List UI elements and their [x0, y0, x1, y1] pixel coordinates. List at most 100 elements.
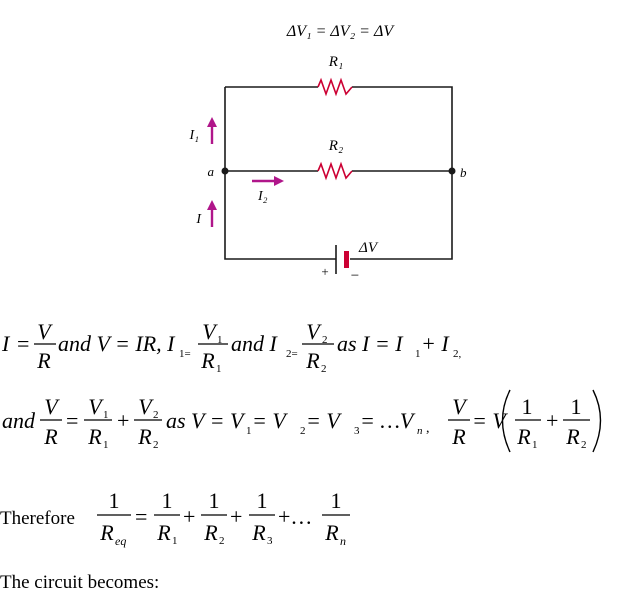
eq2-frac5-den: R	[516, 424, 531, 449]
eq2-comma: ,	[426, 421, 430, 436]
i-label: I	[195, 212, 202, 227]
eq2-frac2-den: R	[87, 424, 102, 449]
battery-short-plate	[344, 251, 349, 268]
eq2-frac4-den: R	[451, 424, 466, 449]
therefore-label: Therefore	[0, 508, 75, 529]
i2-label: I₂	[257, 189, 268, 204]
eq2-right-paren	[592, 389, 602, 453]
battery-minus-label: −	[351, 268, 359, 284]
eq2-frac3-num-sub: 2	[153, 409, 159, 421]
eq3-frac4-den-sub: n	[340, 534, 346, 548]
eq2-frac5-num: 1	[522, 394, 533, 419]
eq1-frac2-num: V	[202, 319, 218, 344]
eq1-sub-1eq: 1=	[179, 348, 191, 360]
eq1-frac3-den: R	[305, 348, 320, 373]
eq2-frac2-num: V	[88, 394, 104, 419]
eq3-frac2-den: R	[203, 520, 218, 545]
circuit-diagram: ΔV₁ = ΔV₂ = ΔV R₁ R₂ a b ΔV + −	[188, 23, 467, 284]
eq2-frac3-den-sub: 2	[153, 439, 159, 451]
eq2-frac4-num: V	[452, 394, 468, 419]
eq1-frac3-num-sub: 2	[322, 334, 328, 346]
eq2-frac6-den: R	[565, 424, 580, 449]
node-b-dot	[448, 167, 456, 175]
eq3-plus-dots: +…	[278, 504, 312, 529]
eq2-frac1-num: V	[44, 394, 60, 419]
eq2-as-text: as V = V	[166, 408, 246, 433]
battery-plus-label: +	[321, 264, 328, 279]
eq2-frac3-num: V	[138, 394, 154, 419]
eq2-mid2: = V	[306, 408, 342, 433]
eq2-frac5-den-sub: 1	[532, 439, 538, 451]
eq2-s2: 2	[300, 425, 306, 437]
i1-label: I₁	[188, 128, 199, 143]
eq3-frac1-den: R	[156, 520, 171, 545]
eq1-equals: =	[17, 331, 29, 356]
eq2-frac2-num-sub: 1	[103, 409, 109, 421]
i-arrow-head	[207, 200, 217, 210]
node-a-dot	[221, 167, 229, 175]
eq3-frac0-den: R	[99, 520, 114, 545]
eq1-frac3-num: V	[306, 319, 322, 344]
eq1-sub-b: 2,	[453, 348, 462, 360]
eq2-frac2-den-sub: 1	[103, 439, 109, 451]
eq2-frac3-den: R	[137, 424, 152, 449]
eq3-frac1-den-sub: 1	[172, 535, 178, 547]
eq1-I: I	[1, 331, 11, 356]
eq2-plus-r: +	[546, 408, 558, 433]
footer-text: The circuit becomes:	[0, 572, 160, 593]
eq3-frac2-num: 1	[209, 488, 220, 513]
eq3-frac0-den-sub: eq	[115, 534, 126, 548]
circuit-wires	[224, 86, 453, 260]
eq3-frac3-num: 1	[257, 488, 268, 513]
eq3-frac3-den: R	[251, 520, 266, 545]
resistor-r1	[317, 77, 353, 97]
eq3-frac0-num: 1	[109, 488, 120, 513]
eq2-mid1: = V	[252, 408, 288, 433]
eq3-frac4-den: R	[324, 520, 339, 545]
equation-2: and V R = V 1 R 1 + V 2 R 2 as V = V 1 =…	[2, 389, 602, 453]
eq1-sub-a: 1	[415, 348, 421, 360]
eq2-sn: n	[417, 425, 423, 437]
eq1-and-v: and V = IR, I	[58, 331, 176, 356]
eq3-frac3-den-sub: 3	[267, 535, 273, 547]
eq1-sub-2eq: 2=	[286, 348, 298, 360]
equation-1: I = V R and V = IR, I 1= V 1 R 1 and I 2…	[1, 319, 462, 375]
eq2-frac6-num: 1	[571, 394, 582, 419]
eq2-s1: 1	[246, 425, 252, 437]
resistor-r2	[317, 161, 353, 181]
eq2-equals: =	[66, 408, 78, 433]
eq3-plus-2: +	[230, 504, 242, 529]
eq1-frac3-den-sub: 2	[321, 363, 327, 375]
eq1-frac2-den: R	[200, 348, 215, 373]
eq1-frac2-den-sub: 1	[216, 363, 222, 375]
i1-arrow-head	[207, 117, 217, 127]
eq1-frac2-num-sub: 1	[217, 334, 223, 346]
figure-title: ΔV₁ = ΔV₂ = ΔV	[286, 23, 395, 40]
eq3-equals: =	[135, 504, 147, 529]
node-b-label: b	[460, 165, 467, 180]
eq1-frac1-den: R	[36, 348, 51, 373]
equation-3: 1 R eq = 1 R 1 + 1 R 2 + 1 R 3 +… 1 R n	[97, 488, 350, 548]
eq1-plus-i: + I	[421, 331, 450, 356]
r2-label: R₂	[328, 138, 343, 154]
eq3-plus-1: +	[183, 504, 195, 529]
eq1-frac1-num: V	[37, 319, 53, 344]
eq2-left-paren	[501, 389, 511, 453]
i2-arrow-head	[274, 176, 284, 186]
eq2-frac1-den: R	[43, 424, 58, 449]
node-a-label: a	[208, 164, 215, 179]
eq1-and-i2: and I	[231, 331, 279, 356]
eq2-tail: = …V	[360, 408, 416, 433]
eq2-frac6-den-sub: 2	[581, 439, 587, 451]
current-arrows	[207, 117, 284, 227]
eq3-frac1-num: 1	[162, 488, 173, 513]
battery-dv-label: ΔV	[358, 240, 379, 256]
r1-label: R₁	[328, 54, 343, 70]
eq3-frac2-den-sub: 2	[219, 535, 225, 547]
eq2-plus: +	[117, 408, 129, 433]
eq1-as-text: as I = I	[337, 331, 404, 356]
eq3-frac4-num: 1	[331, 488, 342, 513]
eq2-s3: 3	[354, 425, 360, 437]
eq2-and: and	[2, 408, 36, 433]
